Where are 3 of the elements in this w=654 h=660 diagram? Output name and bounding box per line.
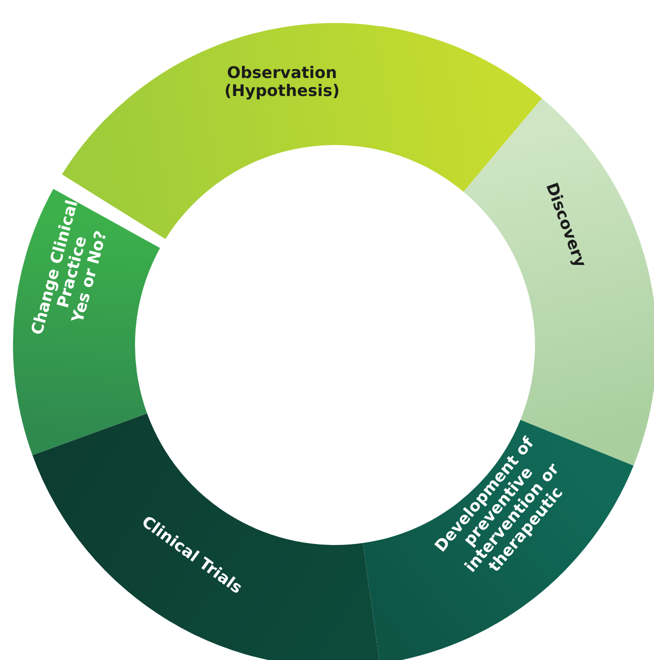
segment-label: Observation (Hypothesis) [223, 64, 341, 100]
ring-segment [13, 188, 161, 456]
ring-segment [362, 419, 634, 660]
